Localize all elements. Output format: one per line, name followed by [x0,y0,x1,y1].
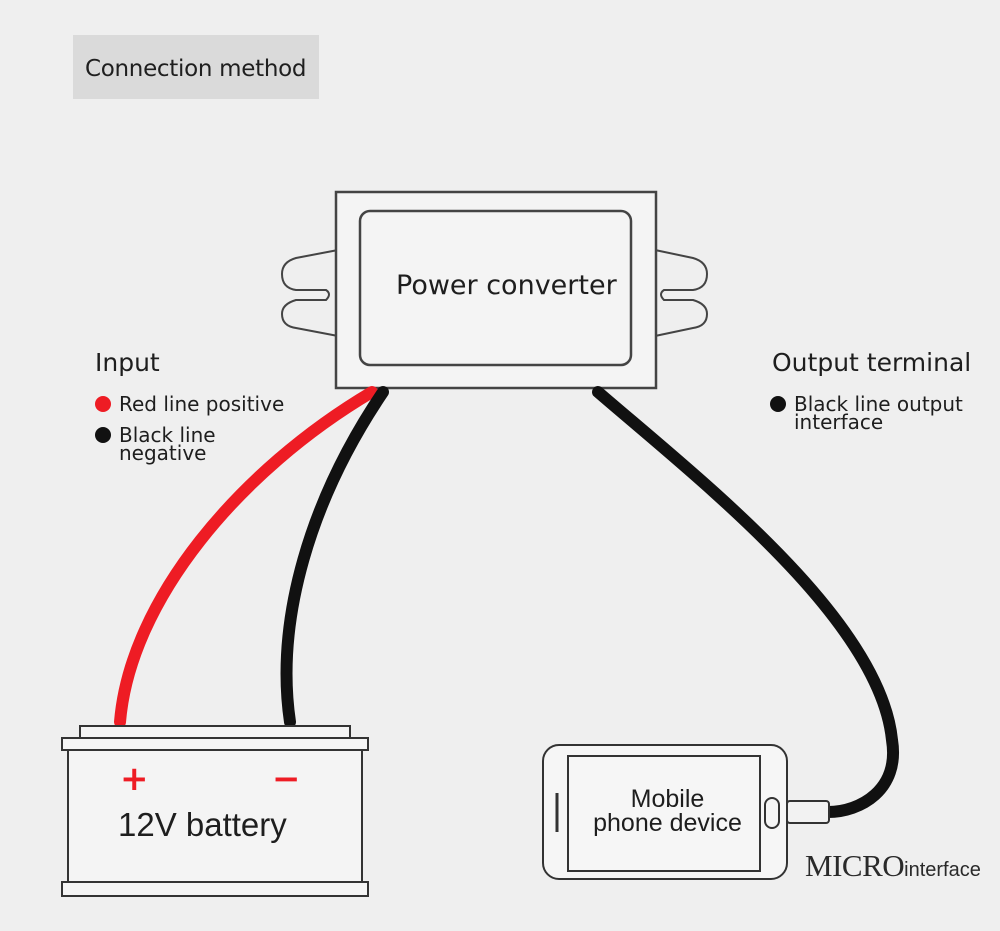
micro-interface-label: MICROinterface [805,848,981,884]
legend-item: Red line positive [95,392,285,416]
micro-label-main: MICRO [805,848,905,883]
micro-usb-plug [786,800,830,824]
black-input-wire [280,386,389,728]
input-heading: Input [95,348,160,377]
phone-label: Mobile phone device [593,785,742,837]
converter-inner-panel [358,209,633,367]
black-dot-icon [95,427,111,443]
battery-label: 12V battery [118,806,287,843]
output-heading: Output terminal [772,348,972,377]
red-dot-icon [95,396,111,412]
red-wire [114,386,378,728]
battery-minus-sign: − [272,759,301,799]
legend-label: Black line output interface [794,392,963,434]
converter-left-tab [280,249,339,337]
battery [61,725,369,897]
black-dot-icon [770,396,786,412]
legend-item: Black line negative [95,423,216,465]
title-box [73,35,319,99]
legend-label: Red line positive [119,392,285,416]
black-output-wire [592,386,900,818]
legend-item: Black line output interface [770,392,963,434]
diagram-title: Connection method [85,56,307,82]
battery-plus-sign: + [120,759,149,799]
phone [542,744,788,880]
micro-label-suffix: interface [904,859,981,881]
converter-label: Power converter [396,270,617,301]
legend-label: Black line negative [119,423,216,465]
converter-right-tab [654,249,709,337]
